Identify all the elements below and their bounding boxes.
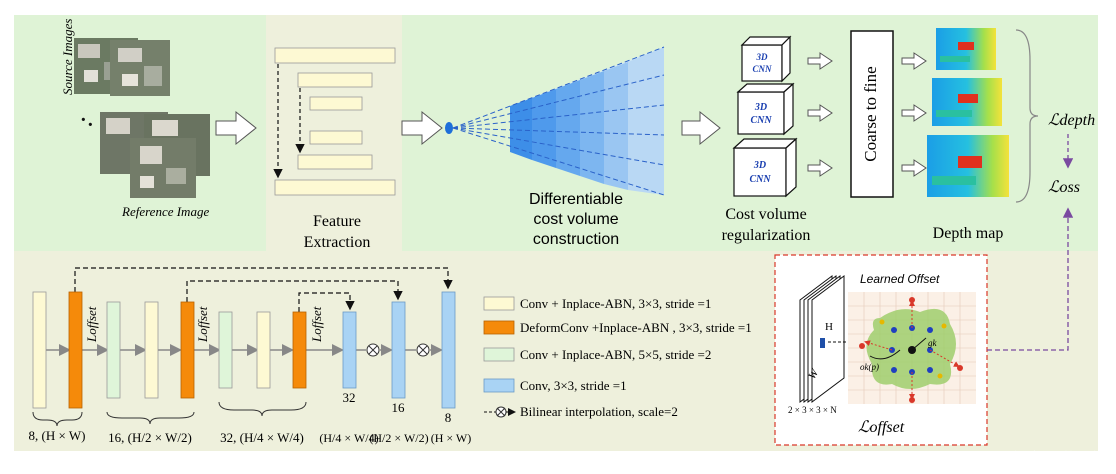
svg-text:·: · <box>87 114 94 136</box>
legend-label-2: DeformConv +Inplace-ABN , 3×3, stride =1 <box>520 320 752 335</box>
cnn-2-label-2: CNN <box>750 115 772 126</box>
cnn-1-label-2: CNN <box>752 64 772 74</box>
l-offset-label-1: Loffset <box>84 306 99 343</box>
l-offset-big-label: ℒoffset <box>858 419 905 436</box>
out-channel-32: 32 <box>343 390 356 405</box>
loss-depth-label: ℒdepth <box>1048 112 1095 129</box>
legend <box>483 296 516 418</box>
arrows-to-coarse <box>807 52 833 177</box>
legend-label-5: Bilinear interpolation, scale=2 <box>520 404 678 419</box>
cnn-3-label-2: CNN <box>749 174 771 185</box>
out-res-1: (H/4 × W/4) <box>319 431 378 445</box>
learned-offset-title: Learned Offset <box>860 272 940 286</box>
cost-volume-label-1: Differentiable <box>529 191 623 208</box>
cnn-2-label-1: 3D <box>754 102 767 113</box>
dims-label: 2 × 3 × 3 × N <box>788 405 837 415</box>
depth-map-label: Depth map <box>933 225 1004 242</box>
cost-volume-frustum <box>445 46 665 196</box>
reference-images <box>100 112 210 198</box>
out-channel-8: 8 <box>445 410 452 425</box>
source-images <box>74 38 170 96</box>
feature-pyramid <box>273 47 396 196</box>
cnn-cube-2 <box>736 82 795 136</box>
out-channel-16: 16 <box>392 400 406 415</box>
arrow-to-features <box>215 110 257 146</box>
loss-label: ℒoss <box>1048 179 1080 196</box>
legend-label-1: Conv + Inplace-ABN, 3×3, stride =1 <box>520 296 711 311</box>
depth-map-coarse <box>936 28 996 70</box>
ellipsis-dots: · <box>80 109 87 131</box>
l-offset-label-2: Loffset <box>195 306 210 343</box>
arrow-to-cost-volume <box>401 110 443 146</box>
coarse-to-fine-box <box>850 30 894 198</box>
offset-to-loss-arrow <box>987 207 1074 351</box>
ok-label: ok(p) <box>860 362 879 372</box>
feature-extraction-label-2: Extraction <box>304 234 371 251</box>
channel-label-2: 16, (H/2 × W/2) <box>108 430 192 445</box>
watermark: CSDN @华科附小第一名 <box>957 450 1102 465</box>
cnn-cube-1 <box>740 35 792 83</box>
depth-brace <box>1015 29 1039 203</box>
l-offset-label-3: Loffset <box>309 306 324 343</box>
source-images-label: Source Images <box>60 19 75 95</box>
feature-extraction-label-1: Feature <box>313 213 361 230</box>
arrow-to-regularization <box>681 110 721 146</box>
cnn-cube-3 <box>732 137 798 198</box>
gk-label: gk <box>928 338 938 348</box>
cnn-3-label-1: 3D <box>753 160 766 171</box>
depth-map-mid <box>932 78 1002 126</box>
h-label: H <box>825 321 833 333</box>
cost-volume-label-3: construction <box>533 231 619 248</box>
offset-grid <box>848 292 976 404</box>
legend-label-3: Conv + Inplace-ABN, 5×5, stride =2 <box>520 347 711 362</box>
reference-image-label: Reference Image <box>121 204 209 219</box>
channel-label-3: 32, (H/4 × W/4) <box>220 430 304 445</box>
feature-stack <box>799 275 845 403</box>
legend-label-4: Conv, 3×3, stride =1 <box>520 378 627 393</box>
cnn-1-label-1: 3D <box>756 52 769 62</box>
out-res-3: (H × W) <box>431 431 472 445</box>
out-res-2: (H/2 × W/2) <box>369 431 428 445</box>
cost-volume-label-2: cost volume <box>533 211 618 228</box>
feature-network <box>32 267 456 427</box>
channel-label-1: 8, (H × W) <box>29 428 86 443</box>
regularization-label-1: Cost volume <box>725 206 806 223</box>
regularization-label-2: regularization <box>722 227 811 244</box>
depth-map-fine <box>927 135 1009 197</box>
arrows-to-depth <box>901 52 927 177</box>
coarse-to-fine-label: Coarse to fine <box>861 66 880 161</box>
